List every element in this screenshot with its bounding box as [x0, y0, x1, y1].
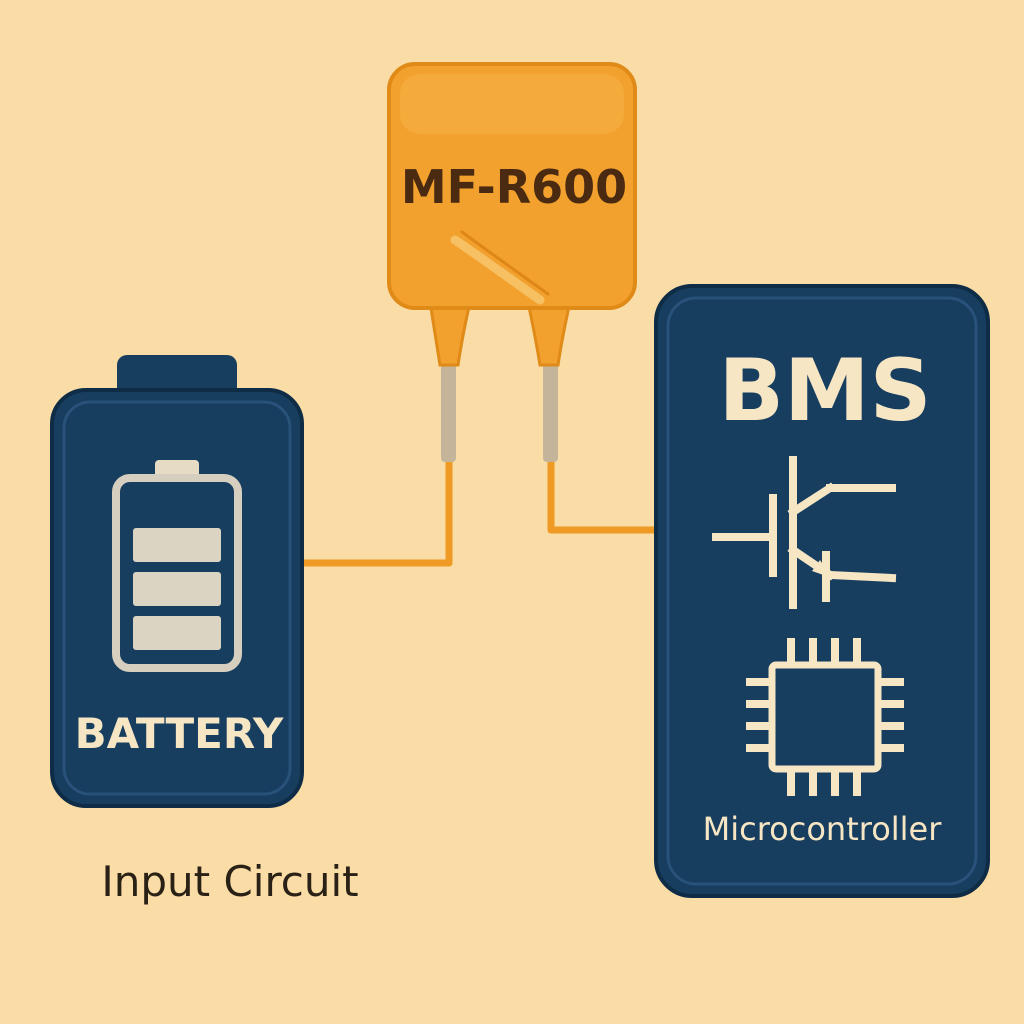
battery-block: BATTERY — [50, 355, 304, 808]
fuse-ridge — [450, 235, 545, 305]
fuse-ridge-shadow — [460, 230, 550, 296]
bms-title: BMS — [718, 341, 931, 441]
wire-fuse-to-bms — [547, 462, 660, 534]
microcontroller-chip-icon — [746, 638, 904, 796]
battery-icon — [112, 460, 242, 672]
battery-level-segment — [133, 528, 221, 562]
igbt-transistor-icon — [712, 456, 897, 609]
caption: Input Circuit — [101, 857, 358, 906]
fuse-highlight — [400, 74, 624, 134]
fuse-leg-right — [526, 300, 572, 367]
battery-level-segment — [133, 616, 221, 650]
ptc-fuse: MF-R600 — [387, 62, 637, 462]
battery-label: BATTERY — [75, 709, 284, 758]
fuse-label: MF-R600 — [401, 160, 627, 214]
battery-inner-highlight — [62, 400, 292, 796]
wires — [302, 462, 660, 567]
fuse-leg-left — [428, 300, 472, 367]
fuse-lead-left — [441, 362, 456, 462]
battery-level-segment — [133, 572, 221, 606]
fuse-lead-right — [543, 362, 558, 462]
bms-inner-highlight — [666, 296, 978, 886]
wire-battery-to-fuse — [302, 462, 453, 567]
microcontroller-label: Microcontroller — [703, 810, 943, 848]
bms-block: BMS — [654, 284, 990, 898]
